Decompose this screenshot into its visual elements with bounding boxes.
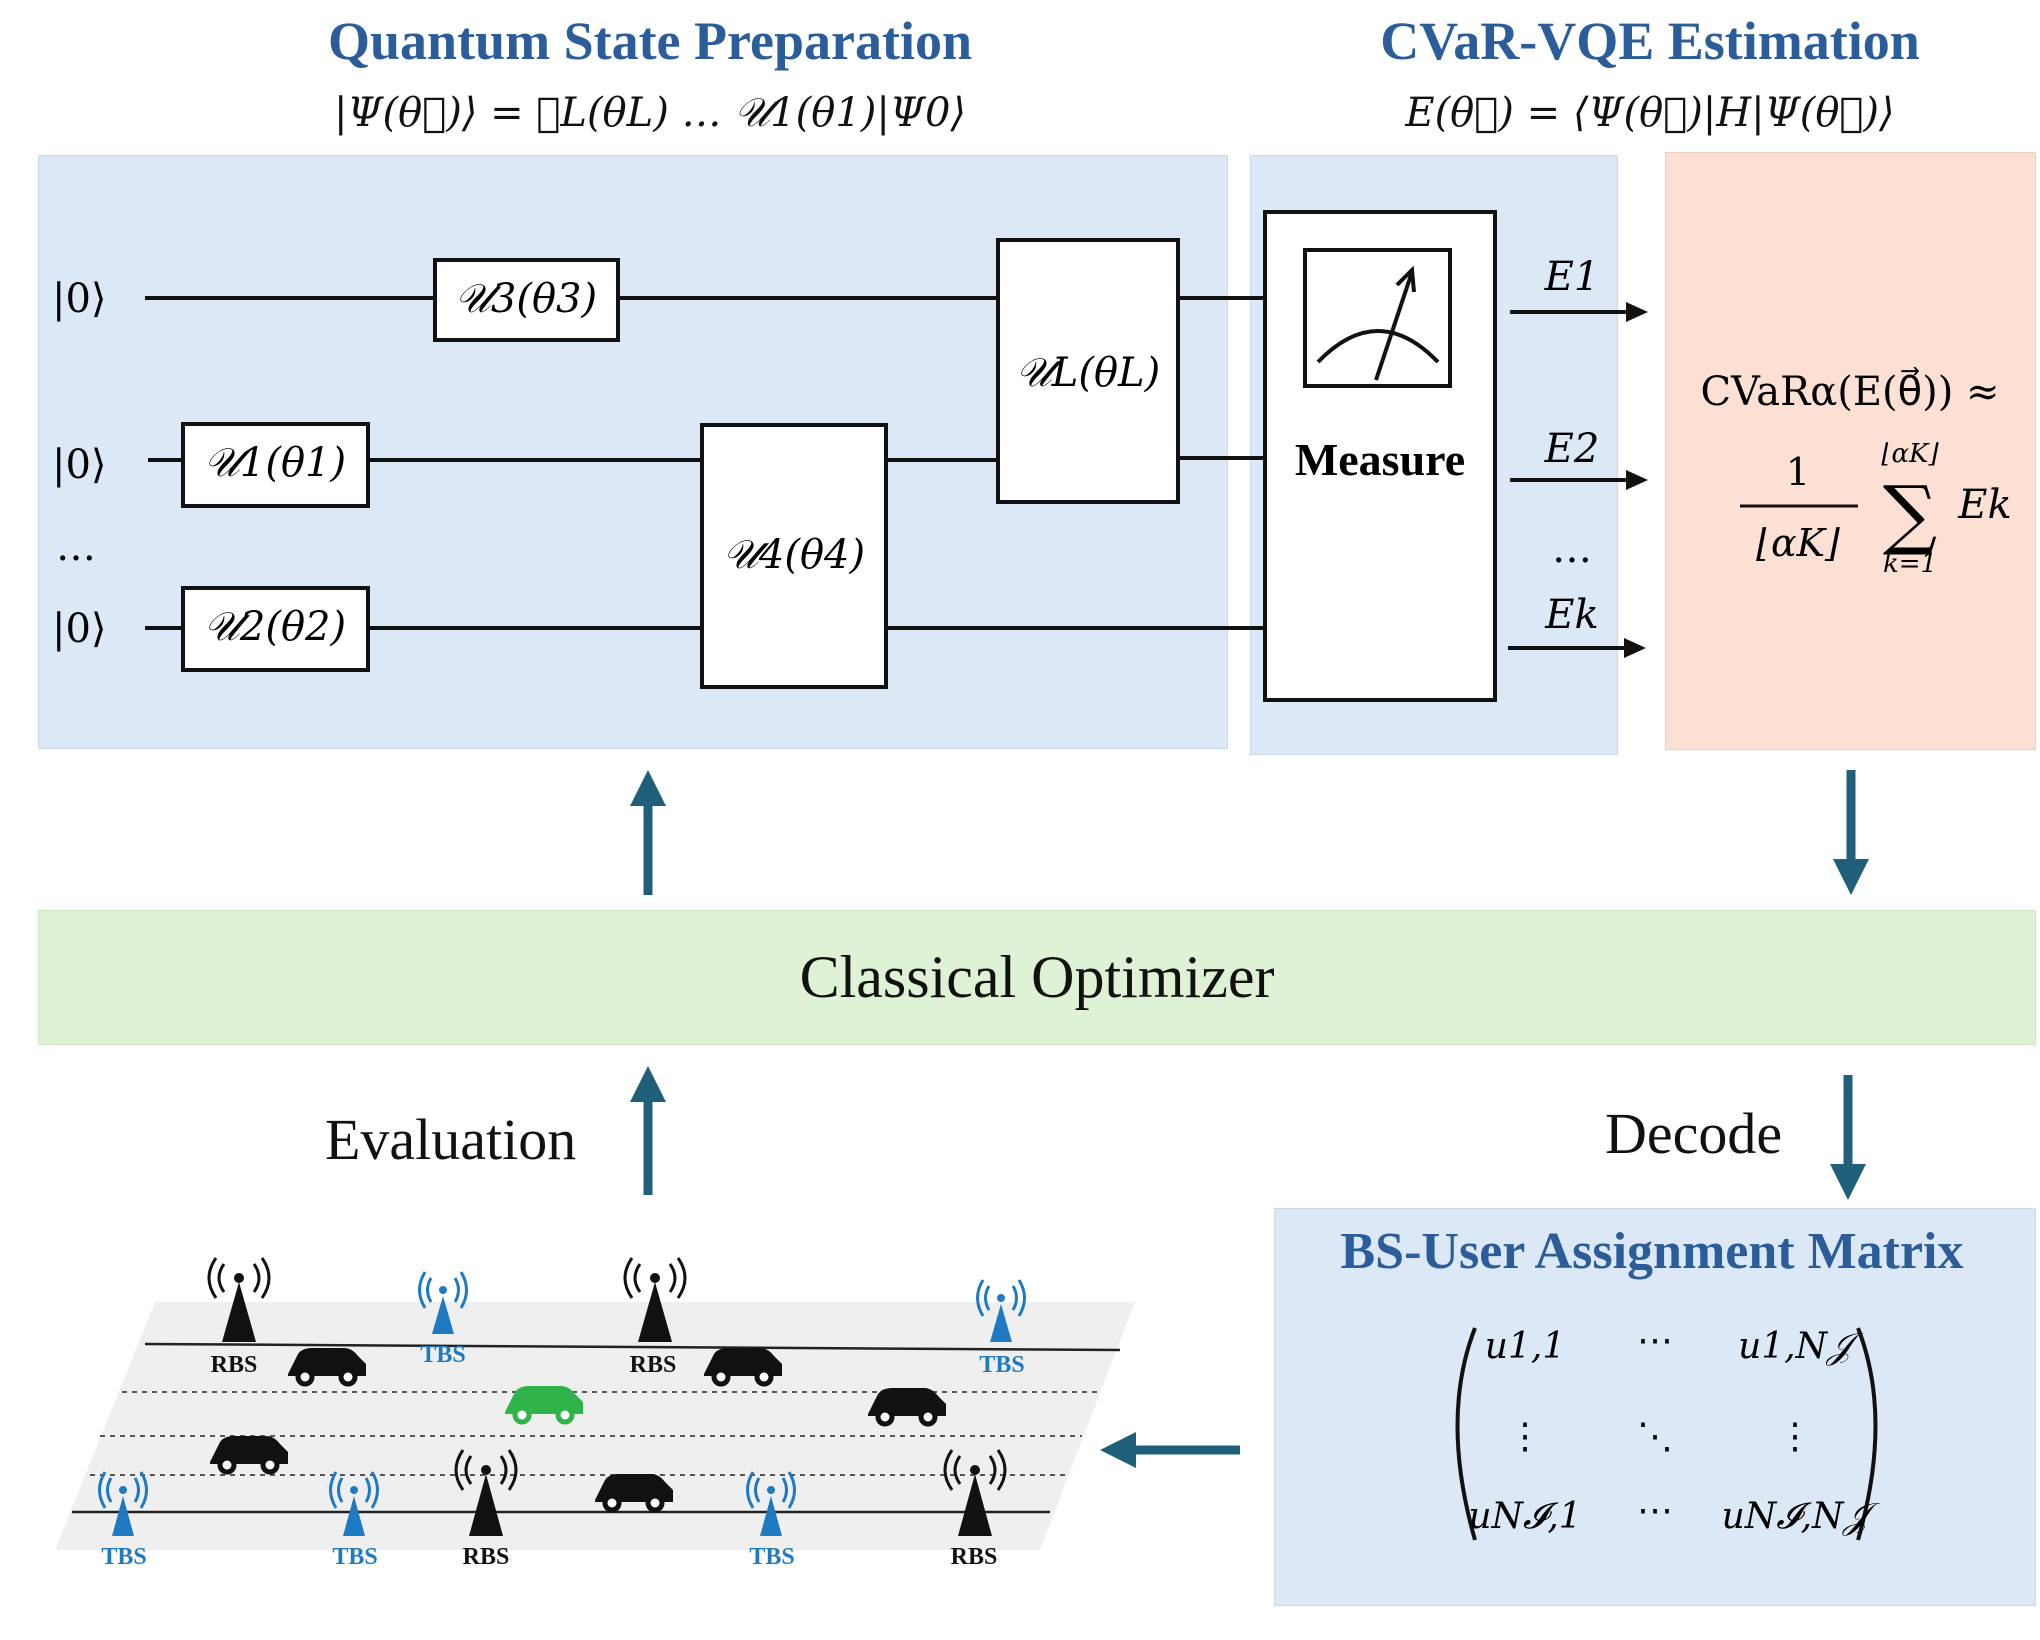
green-car-icon xyxy=(505,1386,583,1425)
meter-icon-frame xyxy=(1303,248,1452,388)
matrix-cell-0-2: u1,N𝒥 xyxy=(1738,1326,1864,1367)
input-ket-2: |0⟩ xyxy=(52,442,107,488)
station-label-3: RBS xyxy=(630,1352,677,1378)
gate-u3-label: 𝒰3(θ3) xyxy=(455,276,597,322)
output-ek: Ek xyxy=(1544,592,1598,638)
station-tbs-1 xyxy=(418,1271,468,1334)
station-rbs-4 xyxy=(943,1449,1007,1536)
arrowhead-down-decode xyxy=(1830,1164,1866,1200)
matrix-cell-2-2: uN𝓘,N𝒥 xyxy=(1722,1496,1881,1537)
sigma-symbol: ∑ xyxy=(1883,469,1937,558)
station-label-5: TBS xyxy=(101,1544,146,1570)
gate-uL-box xyxy=(996,238,1180,504)
station-tbs-5 xyxy=(746,1471,796,1536)
station-tbs-4 xyxy=(329,1471,379,1536)
cvar-term: Ek xyxy=(1957,482,2011,528)
evaluation-label: Evaluation xyxy=(325,1107,577,1172)
energy-formula: E(θ⃗) = ⟨Ψ(θ⃗)|H|Ψ(θ⃗)⟩ xyxy=(1405,90,1895,136)
matrix-cell-2-0: uN𝓘,1 xyxy=(1468,1496,1581,1537)
car-icon xyxy=(210,1436,288,1475)
gate-u1-box xyxy=(181,422,370,508)
gate-u4-label: 𝒰4(θ4) xyxy=(723,532,865,578)
output-arrows xyxy=(1508,310,1630,650)
classical-optimizer-panel: Classical Optimizer xyxy=(38,910,2036,1045)
station-label-2: TBS xyxy=(420,1342,465,1368)
station-tbs-2 xyxy=(976,1279,1026,1342)
cvar-numerator: 1 xyxy=(1786,450,1810,494)
gate-u4-box xyxy=(700,423,888,689)
arrowhead-up-evaluation xyxy=(630,1066,666,1102)
cvar-formula-line: CVaRα(E(θ⃗)) ≈ xyxy=(1700,367,1999,415)
car-icon xyxy=(868,1388,946,1427)
road-line-top xyxy=(144,1342,1121,1352)
cvar-panel xyxy=(1665,152,2036,750)
gate-boxes xyxy=(181,210,1497,702)
matrix-cell-0-0: u1,1 xyxy=(1485,1326,1565,1367)
station-label-4: TBS xyxy=(979,1352,1024,1378)
output-arrowhead-2 xyxy=(1626,470,1648,490)
output-arrowhead-3 xyxy=(1624,638,1646,658)
classical-optimizer-label: Classical Optimizer xyxy=(799,944,1275,1010)
car-icon xyxy=(595,1474,673,1513)
cvar-sum-upper: ⌊αK⌋ xyxy=(1881,439,1939,469)
station-rbs-2 xyxy=(623,1257,687,1342)
arrowhead-up-circuit xyxy=(630,770,666,806)
cvar-vqe-estimation-title: CVaR-VQE Estimation xyxy=(1380,11,1920,71)
station-label-7: RBS xyxy=(463,1544,510,1570)
arrowhead-left-scene xyxy=(1100,1432,1136,1468)
input-ket-1: |0⟩ xyxy=(52,276,107,322)
assignment-matrix-panel xyxy=(1274,1208,2036,1606)
station-label-1: RBS xyxy=(211,1352,258,1378)
quantum-state-preparation-title: Quantum State Preparation xyxy=(328,11,972,71)
station-label-8: TBS xyxy=(749,1544,794,1570)
output-arrowhead-1 xyxy=(1626,302,1648,322)
decode-label: Decode xyxy=(1605,1101,1783,1166)
input-ket-3: |0⟩ xyxy=(52,606,107,652)
gate-uL-label: 𝒰L(θL) xyxy=(1016,350,1160,396)
matrix-right-paren xyxy=(1856,1327,1878,1541)
output-e1: E1 xyxy=(1544,254,1600,300)
station-rbs-1 xyxy=(207,1257,271,1342)
arrowhead-down-optimizer xyxy=(1833,859,1869,895)
matrix-cell-1-1: ⋱ xyxy=(1637,1416,1673,1457)
meter-icon xyxy=(1316,265,1440,381)
input-ellipsis: … xyxy=(56,524,96,570)
matrix-left-paren xyxy=(1455,1327,1477,1541)
output-e2: E2 xyxy=(1544,426,1600,472)
matrix-cell-0-1: ⋯ xyxy=(1637,1320,1673,1361)
matrix-cell-1-0: ⋮ xyxy=(1507,1416,1543,1457)
car-icon xyxy=(704,1348,782,1387)
station-label-9: RBS xyxy=(951,1544,998,1570)
output-ellipsis: … xyxy=(1552,526,1592,572)
qubit-wires xyxy=(145,296,1265,630)
gate-u2-box xyxy=(181,586,370,672)
station-rbs-3 xyxy=(454,1449,518,1536)
gate-u3-box xyxy=(433,258,620,342)
gate-u2-label: 𝒰2(θ2) xyxy=(204,604,346,650)
flow-arrows xyxy=(643,770,1856,1455)
measure-label: Measure xyxy=(1295,434,1465,485)
station-label-6: TBS xyxy=(332,1544,377,1570)
cvar-sum-lower: k=1 xyxy=(1883,549,1937,579)
matrix-cell-1-2: ⋮ xyxy=(1777,1416,1813,1457)
car-icon xyxy=(288,1348,366,1387)
gate-u1-label: 𝒰1(θ1) xyxy=(204,440,346,486)
cvar-denominator: ⌊αK⌋ xyxy=(1756,521,1840,565)
state-formula: |Ψ(θ⃗)⟩ = 𝒰L(θL) … 𝒰1(θ1)|Ψ0⟩ xyxy=(333,90,967,136)
matrix-cell-2-1: ⋯ xyxy=(1637,1490,1673,1531)
station-tbs-3 xyxy=(98,1471,148,1536)
matrix-title: BS-User Assignment Matrix xyxy=(1340,1223,1963,1280)
